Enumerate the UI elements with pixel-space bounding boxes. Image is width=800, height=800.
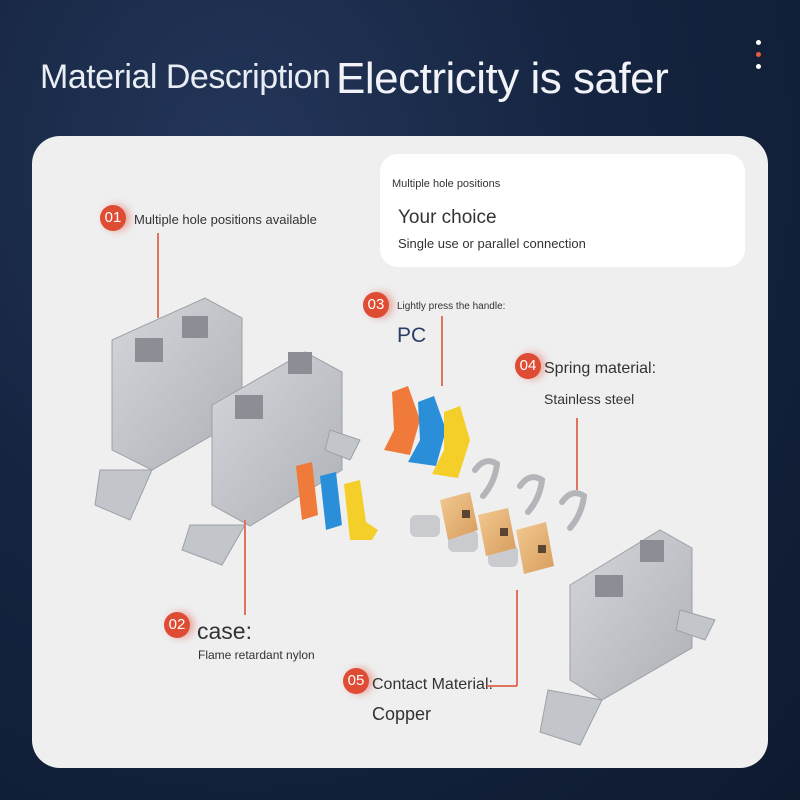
- stainless-springs: [472, 458, 588, 531]
- callout-05-leader-horizontal: [487, 685, 517, 687]
- callout-02-title: case:: [197, 618, 252, 644]
- callout-05-title: Contact Material:: [372, 676, 493, 693]
- callout-05-number: 05: [343, 668, 369, 694]
- callout-04-leader: [576, 418, 578, 490]
- tip-heading: Your choice: [398, 207, 497, 228]
- tip-subtext: Single use or parallel connection: [398, 236, 586, 251]
- handles-side: [296, 462, 378, 540]
- more-menu-icon[interactable]: [752, 40, 764, 76]
- copper-contacts: [410, 492, 554, 574]
- callout-04-number: 04: [515, 353, 541, 379]
- callout-02-number: 02: [164, 612, 190, 638]
- page-headline: Electricity is safer: [336, 54, 669, 103]
- callout-04-title: Spring material:: [544, 360, 657, 377]
- tip-small-label: Multiple hole positions: [392, 178, 501, 190]
- callout-05-leader: [516, 590, 518, 686]
- callout-05-value: Copper: [372, 704, 432, 724]
- callout-01-title: Multiple hole positions available: [134, 212, 317, 227]
- callout-03-leader: [441, 316, 443, 386]
- callout-04-value: Stainless steel: [544, 391, 635, 407]
- handles-top: [384, 386, 470, 478]
- section-title: Material Description: [40, 58, 331, 96]
- callout-03-value: PC: [397, 324, 427, 347]
- housing-front: [94, 297, 243, 521]
- page-header: Material Description Electricity is safe…: [0, 0, 800, 130]
- callout-01-number: 01: [100, 205, 126, 231]
- callout-01-leader: [157, 233, 159, 318]
- callout-02-leader: [244, 520, 246, 615]
- callout-02-value: Flame retardant nylon: [198, 648, 315, 662]
- callout-03-number: 03: [363, 292, 389, 318]
- housing-rear: [539, 529, 716, 746]
- tip-box: [380, 154, 745, 267]
- callout-03-title: Lightly press the handle:: [397, 301, 506, 312]
